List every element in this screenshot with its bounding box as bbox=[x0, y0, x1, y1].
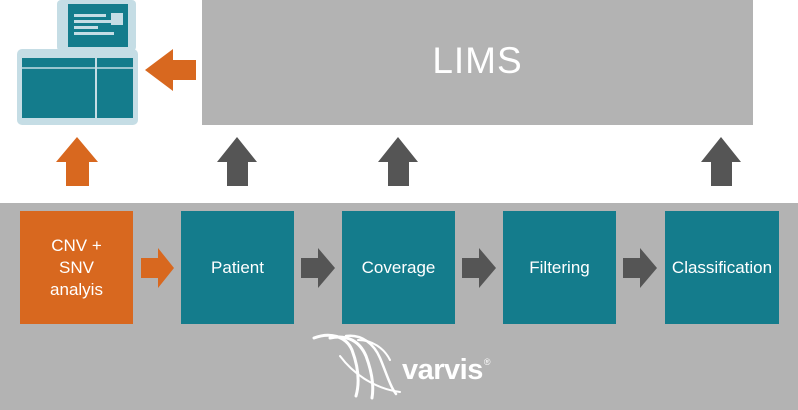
lims-label: LIMS bbox=[432, 39, 523, 81]
step-label: Coverage bbox=[361, 257, 436, 277]
arrow-right-icon bbox=[623, 248, 657, 288]
step-label: Filtering bbox=[529, 257, 590, 277]
step-label: Patient bbox=[211, 257, 264, 277]
arrow-right-icon bbox=[141, 248, 174, 288]
arrow-up-icon bbox=[56, 137, 98, 186]
arrow-up-icon bbox=[378, 137, 418, 186]
brand-wordmark: varvis® bbox=[402, 344, 491, 388]
brand-name: varvis bbox=[402, 354, 483, 386]
varvis-logo-mark bbox=[312, 333, 401, 400]
lab-instrument-icon bbox=[17, 0, 138, 125]
registered-mark: ® bbox=[483, 357, 491, 367]
arrow-left-icon bbox=[145, 49, 196, 91]
step-filtering: Filtering bbox=[503, 211, 616, 324]
step-cnv-snv-analysis: CNV + SNV analyis bbox=[20, 211, 133, 324]
step-label: CNV + SNV analyis bbox=[50, 235, 103, 299]
step-coverage: Coverage bbox=[342, 211, 455, 324]
arrow-right-icon bbox=[462, 248, 496, 288]
arrow-up-icon bbox=[701, 137, 741, 186]
step-label: Classification bbox=[671, 257, 773, 277]
arrow-up-icon bbox=[217, 137, 257, 186]
step-classification: Classification bbox=[665, 211, 779, 324]
step-patient: Patient bbox=[181, 211, 294, 324]
arrow-right-icon bbox=[301, 248, 335, 288]
lims-box: LIMS bbox=[202, 0, 753, 125]
